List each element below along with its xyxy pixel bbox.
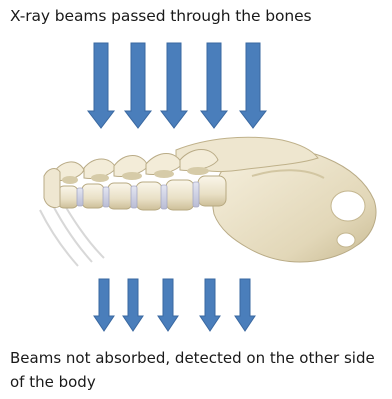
down-arrow-icon <box>158 279 178 331</box>
incoming-beam-arrows <box>88 43 266 128</box>
down-arrow-icon <box>235 279 255 331</box>
down-arrow-icon <box>201 43 227 128</box>
down-arrow-icon <box>88 43 114 128</box>
down-arrow-icon <box>200 279 220 331</box>
detected-beams-caption: Beams not absorbed, detected on the othe… <box>10 346 390 394</box>
down-arrow-icon <box>125 43 151 128</box>
down-arrow-icon <box>94 279 114 331</box>
down-arrow-icon <box>240 43 266 128</box>
down-arrow-icon <box>161 43 187 128</box>
outgoing-beam-arrows <box>94 279 255 331</box>
spine-pelvis-illustration <box>40 137 376 266</box>
down-arrow-icon <box>123 279 143 331</box>
